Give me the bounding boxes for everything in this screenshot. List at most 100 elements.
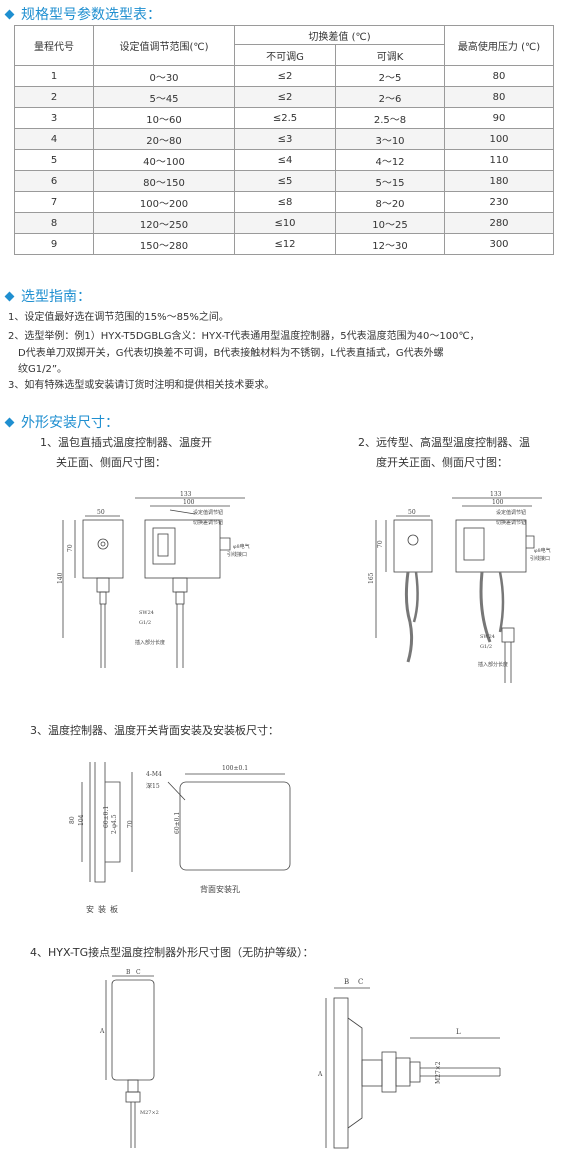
table-cell: ≤8 [234,191,336,213]
dim-140: 140 [57,572,64,584]
label-sw24: SW24 [139,610,154,616]
dim-50b: 50 [408,509,416,516]
table-cell: ≤4 [234,149,336,171]
table-cell: 300 [444,233,554,255]
table-cell: 80 [444,65,554,87]
caption-3: 3、温度控制器、温度开关背面安装及安装板尺寸： [30,724,279,737]
table-cell: 2～6 [335,86,445,108]
table-cell: 100 [444,128,554,150]
drawing-remote: 133 100 50 70 165 设定值调节钮 切换差调节钮 φ8电气 引线接… [368,491,551,683]
guide-line-5: 3、如有特殊选型或安装请订货时注明和提供相关技术要求。 [8,380,275,391]
table-cell: 3～10 [335,128,445,150]
table-cell: 180 [444,170,554,192]
label-m27-side: M27×2 [435,1061,442,1084]
table-cell: 80 [444,86,554,108]
guide-line-3: D代表单刀双掷开关，G代表切换差不可调，B代表接触材料为不锈钢，L代表直插式，G… [18,348,444,359]
table-cell: 0～30 [93,65,235,87]
label-insert-2: 插入部分长度 [478,661,508,668]
section-title-guide: 选型指南： [4,286,91,306]
label-C-side: C [358,978,363,986]
dim-60b: 60±0.1 [174,812,181,834]
caption-1a: 1、温包直插式温度控制器、温度开 [40,436,212,449]
table-cell: 4～12 [335,149,445,171]
dim-45: 2-φ4.5 [111,814,118,834]
dim-70: 70 [67,544,74,552]
spec-table: 量程代号 设定值调节范围(℃) 切换差值 (℃) 最高使用压力 (℃) 不可调G… [14,25,554,255]
dim-70d: 70 [127,820,134,828]
dim-133b: 133 [490,491,502,498]
table-cell: 20～80 [93,128,235,150]
th-diff: 切换差值 (℃) [234,25,445,45]
label-g12: G1/2 [139,620,151,626]
label-sw24-2: SW24 [480,634,495,640]
label-m4: 4-M4 [146,771,162,778]
th-range: 设定值调节范围(℃) [93,25,235,66]
dim-104: 104 [78,814,85,826]
table-cell: ≤2 [234,65,336,87]
label-A-side: A [317,1071,323,1078]
table-cell: ≤3 [234,128,336,150]
dim-70c: 70 [377,540,384,548]
table-cell: 280 [444,212,554,234]
table-cell: 90 [444,107,554,129]
caption-2a: 2、远传型、高温型温度控制器、温 [358,436,530,449]
label-insert: 插入部分长度 [135,639,165,646]
table-cell: 2.5～8 [335,107,445,129]
guide-line-4: 纹G1/2”。 [18,364,68,375]
dim-80: 80 [69,816,76,824]
table-cell: 4 [14,128,94,150]
table-cell: 230 [444,191,554,213]
label-set-knob: 设定值调节钮 [193,509,223,516]
table-cell: 8～20 [335,191,445,213]
table-cell: 7 [14,191,94,213]
table-cell: ≤5 [234,170,336,192]
table-cell: 40～100 [93,149,235,171]
label-B-side: B [344,978,349,986]
drawing-contact-type: B C A M27×2 A B C L M27×2 [99,969,501,1149]
drawing-back-mount: 104 80 60±0.1 2-φ4.5 70 安装板 100±0.1 4-M4… [69,762,291,914]
caption-2b: 度开关正面、侧面尺寸图： [376,456,508,469]
label-cable: φ8电气 [233,543,250,550]
section-title-spec: 规格型号参数选型表： [4,4,161,24]
label-cable-4: 引线接口 [530,555,550,562]
table-cell: 10～25 [335,212,445,234]
table-cell: 12～30 [335,233,445,255]
label-A-front: A [99,1028,105,1035]
table-cell: ≤2.5 [234,107,336,129]
table-cell: ≤12 [234,233,336,255]
th-code: 量程代号 [14,25,94,66]
label-plate: 安装板 [86,904,122,914]
table-cell: 150～280 [93,233,235,255]
table-cell: ≤2 [234,86,336,108]
label-back-hole: 背面安装孔 [200,884,240,894]
table-cell: 5～45 [93,86,235,108]
th-pressure: 最高使用压力 (℃) [444,25,554,66]
section-title-dims: 外形安装尺寸： [4,412,119,432]
table-cell: 110 [444,149,554,171]
label-depth15: 深15 [146,782,160,790]
dim-60: 60±0.1 [103,806,110,828]
table-cell: 9 [14,233,94,255]
dim-165: 165 [368,572,375,584]
drawing-direct-insert: 133 100 50 70 140 设定值调节钮 切换差调节钮 φ8电气 引线接… [57,491,250,668]
label-m27-front: M27×2 [140,1110,159,1116]
diamond-bullet-icon [4,291,15,301]
table-cell: 5 [14,149,94,171]
table-cell: 3 [14,107,94,129]
table-cell: 2～5 [335,65,445,87]
label-C-front: C [136,969,141,976]
dim-100c: 100±0.1 [222,765,248,772]
table-cell: 2 [14,86,94,108]
table-cell: 100～200 [93,191,235,213]
diamond-bullet-icon [4,9,15,19]
dim-100b: 100 [492,499,504,506]
caption-4: 4、HYX-TG接点型温度控制器外形尺寸图（无防护等级）： [30,946,314,959]
